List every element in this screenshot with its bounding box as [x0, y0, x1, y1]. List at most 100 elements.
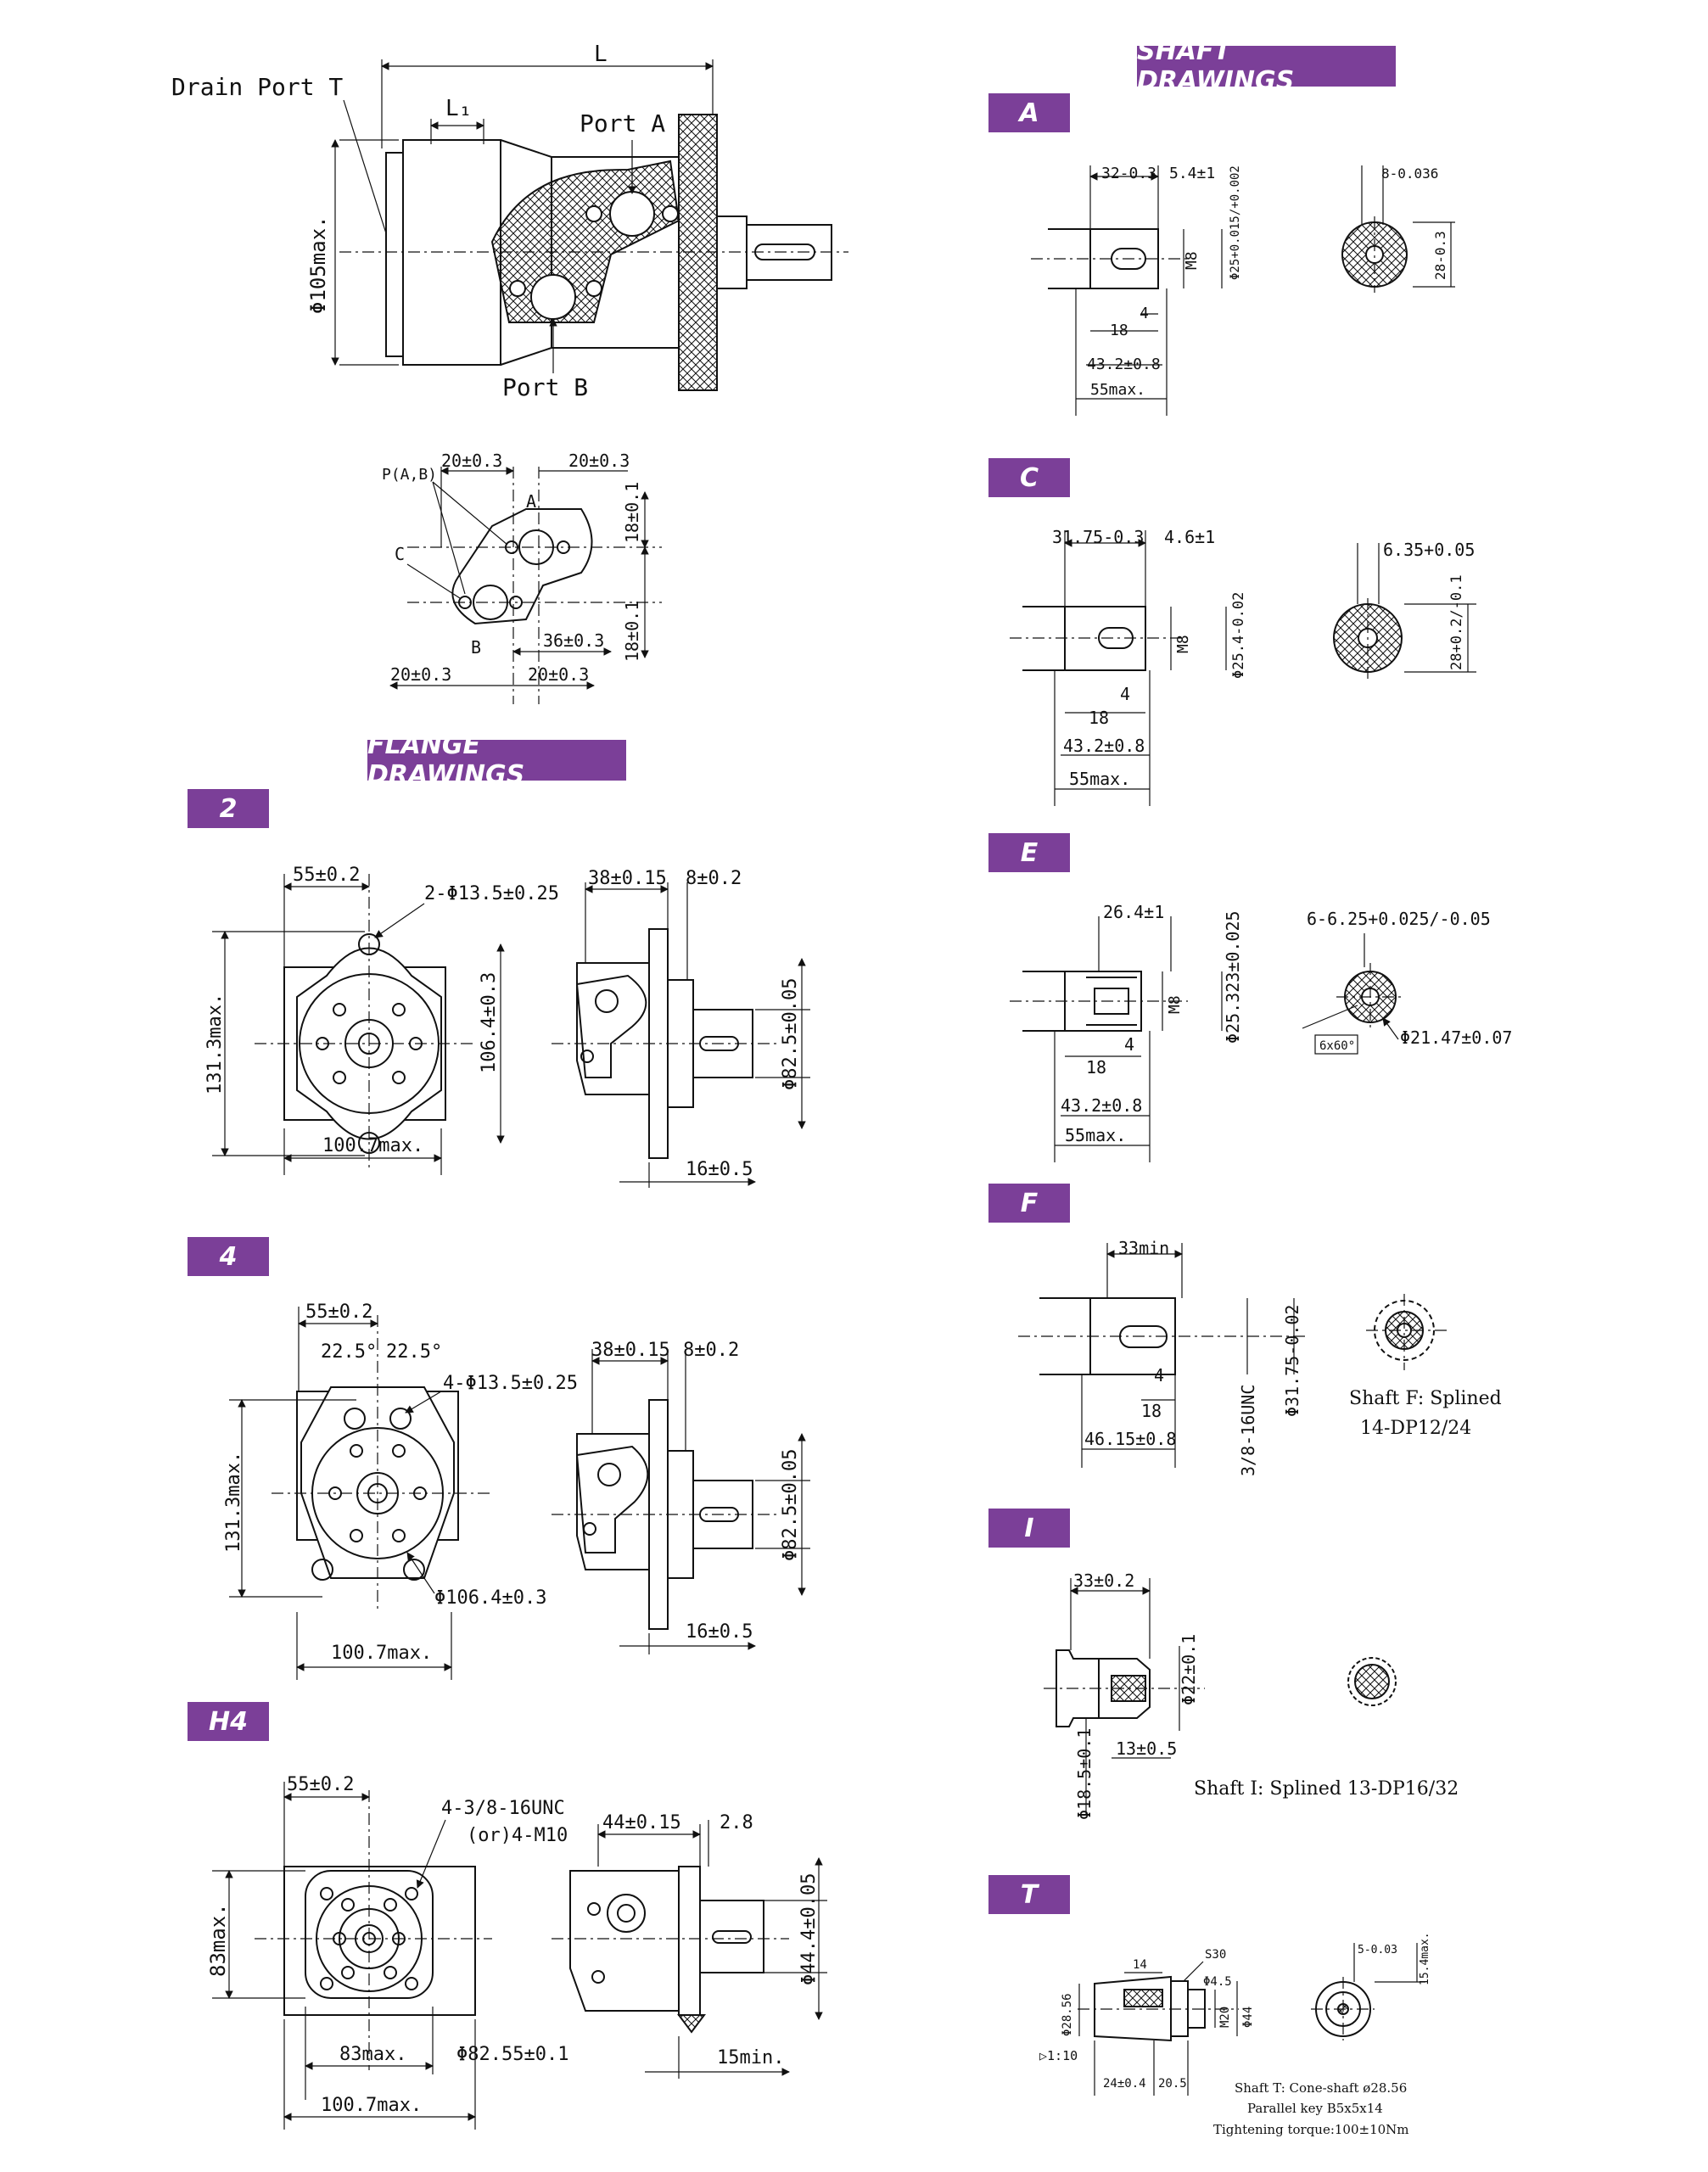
- shaft-e-spline: 6-6.25+0.025/-0.05: [1307, 909, 1491, 929]
- shaft-f-drawing: 33min 4 18 46.15±0.8 3/8-16UNC Φ31.75-0.…: [1018, 1238, 1502, 1476]
- shaft-f-46: 46.15±0.8: [1084, 1429, 1176, 1449]
- dim-right-bottom: 18±0.1: [622, 601, 642, 662]
- shaft-e-dia: Φ25.323±0.025: [1223, 910, 1243, 1044]
- shaft-a-keyh: 28-0.3: [1432, 231, 1448, 280]
- flange4-pcd: Φ106.4±0.3: [434, 1587, 546, 1609]
- shaft-e-18: 18: [1086, 1057, 1106, 1078]
- shaft-i-drawing: 33±0.2 Φ22±0.1 13±0.5 Φ18.5±0.1 Shaft I:…: [1044, 1570, 1459, 1820]
- flange-4-drawing: 55±0.2 22.5° 22.5° 4-Φ13.5±0.25 131.3max…: [223, 1302, 810, 1680]
- shaft-t-keyh: 15.4max.: [1419, 1932, 1431, 1985]
- shaft-t-keyw: 5-0.03: [1358, 1944, 1397, 1956]
- shaft-e-drawing: 26.4±1 M8 Φ25.323±0.025 4 18 43.2±0.8 55…: [1010, 902, 1512, 1162]
- shaft-a-55: 55max.: [1090, 381, 1145, 399]
- port-pattern-b: B: [471, 637, 481, 658]
- shaft-f-dia: Φ31.75-0.02: [1282, 1305, 1302, 1417]
- shaft-i-caption: Shaft I: Splined 13-DP16/32: [1194, 1778, 1459, 1800]
- flangeh4-thick: 15min.: [717, 2047, 784, 2068]
- flange-2-label: 2: [188, 789, 269, 828]
- motor-diameter: Φ105max.: [306, 216, 330, 314]
- motor-l1: L₁: [445, 96, 472, 121]
- shaft-i-label: I: [988, 1509, 1070, 1548]
- shaft-c-55: 55max.: [1069, 769, 1130, 789]
- dim-mid: 36±0.3: [543, 630, 604, 651]
- shaft-c-keyw: 6.35+0.05: [1383, 540, 1475, 560]
- shaft-e-angle: 6x60°: [1319, 1039, 1355, 1053]
- drain-port-label: Drain Port T: [171, 73, 343, 101]
- port-b-label: Port B: [502, 373, 588, 401]
- shaft-t-drawing: 14 S30 Φ4.5 M20 Φ44 Φ28.56 ▷1:10 24±0.4 …: [1039, 1932, 1431, 2137]
- flange2-thick: 16±0.5: [686, 1159, 753, 1180]
- shaft-c-key: 4.6±1: [1164, 527, 1215, 547]
- flange2-holes: 2-Φ13.5±0.25: [424, 883, 559, 904]
- shaft-a-43: 43.2±0.8: [1087, 355, 1161, 373]
- shaft-t-caption2: Parallel key B5x5x14: [1247, 2101, 1383, 2116]
- shaft-t-24: 24±0.4: [1103, 2077, 1146, 2091]
- shaft-c-keyh: 28+0.2/-0.1: [1448, 574, 1465, 670]
- flange-drawings-header: FLANGE DRAWINGS: [367, 731, 626, 790]
- shaft-t-label: T: [988, 1875, 1070, 1914]
- port-a-label: Port A: [580, 109, 665, 137]
- flange4-height: 131.3max.: [223, 1452, 244, 1553]
- flange-h4-label: H4: [188, 1702, 269, 1741]
- flange4-angle-b: 22.5°: [386, 1341, 442, 1363]
- shaft-i-13: 13±0.5: [1116, 1738, 1177, 1759]
- shaft-t-m20: M20: [1218, 2007, 1232, 2028]
- port-pattern-a: A: [526, 491, 536, 512]
- flange-4-label: 4: [188, 1237, 269, 1276]
- flange2-height: 131.3max.: [204, 994, 226, 1094]
- dim-right-top: 18±0.1: [622, 482, 642, 543]
- shaft-a-label: A: [988, 93, 1070, 132]
- shaft-c-dia: Φ25.4-0.02: [1230, 592, 1247, 679]
- shaft-f-18: 18: [1141, 1401, 1162, 1421]
- port-p-label: P(A,B): [382, 466, 437, 484]
- flange2-side-a: 38±0.15: [588, 868, 667, 889]
- shaft-c-thread: M8: [1174, 635, 1192, 653]
- flangeh4-pilot: Φ44.4±0.05: [798, 1873, 820, 1985]
- flangeh4-width: 55±0.2: [287, 1774, 354, 1795]
- flangeh4-pcd: Φ82.55±0.1: [456, 2044, 568, 2065]
- port-pattern-c: C: [395, 544, 405, 564]
- shaft-f-4: 4: [1154, 1365, 1164, 1385]
- dim-bottom-left: 20±0.3: [390, 664, 451, 685]
- shaft-e-label: E: [988, 833, 1070, 872]
- shaft-a-keyw: 8-0.036: [1381, 165, 1438, 182]
- shaft-a-18: 18: [1110, 322, 1128, 339]
- flange2-base: 100.7max.: [322, 1135, 423, 1156]
- port-pattern: P(A,B) A B C 20±0.3 20±0.3 18±0.1 18±0.1…: [382, 451, 662, 704]
- shaft-a-4: 4: [1140, 305, 1149, 322]
- dim-top-right: 20±0.3: [568, 451, 630, 471]
- shaft-f-caption2: 14-DP12/24: [1360, 1418, 1471, 1439]
- flange4-width: 55±0.2: [305, 1302, 372, 1323]
- shaft-e-55: 55max.: [1065, 1125, 1126, 1145]
- flange2-side-b: 8±0.2: [686, 868, 742, 889]
- flangeh4-mid: 83max.: [339, 2044, 406, 2065]
- dim-bottom-right: 20±0.3: [528, 664, 589, 685]
- flange2-pilot: Φ82.5±0.05: [780, 978, 801, 1090]
- shaft-t-s30: S30: [1205, 1948, 1226, 1962]
- shaft-c-drawing: 31.75-0.3 4.6±1 M8 Φ25.4-0.02 4 18 43.2±…: [1010, 527, 1476, 806]
- flangeh4-holes: 4-3/8-16UNC: [441, 1798, 565, 1819]
- shaft-i-dia: Φ22±0.1: [1179, 1634, 1199, 1705]
- shaft-a-dia: Φ25+0.015/+0.002: [1229, 165, 1242, 280]
- shaft-e-thread: M8: [1166, 995, 1184, 1014]
- shaft-c-label: C: [988, 458, 1070, 497]
- flange4-holes: 4-Φ13.5±0.25: [443, 1373, 578, 1394]
- flange4-side-a: 38±0.15: [591, 1340, 670, 1361]
- dim-top-left: 20±0.3: [441, 451, 502, 471]
- flangeh4-holes-alt: (or)4-M10: [467, 1825, 568, 1846]
- shaft-e-43: 43.2±0.8: [1061, 1095, 1142, 1116]
- flange4-side-b: 8±0.2: [683, 1340, 739, 1361]
- flangeh4-height: 83max.: [206, 1903, 230, 1977]
- shaft-i-od: Φ18.5±0.1: [1074, 1728, 1095, 1820]
- shaft-t-2856: Φ28.56: [1061, 1993, 1074, 2036]
- shaft-t-taper: ▷1:10: [1039, 2048, 1078, 2063]
- shaft-c-4: 4: [1120, 684, 1130, 704]
- shaft-f-label: F: [988, 1184, 1070, 1223]
- flange4-angle-a: 22.5°: [321, 1341, 377, 1363]
- shaft-i-len: 33±0.2: [1073, 1570, 1134, 1591]
- flangeh4-base: 100.7max.: [321, 2095, 422, 2116]
- shaft-a-key: 5.4±1: [1169, 165, 1215, 182]
- shaft-t-caption1: Shaft T: Cone-shaft ø28.56: [1235, 2080, 1407, 2096]
- flange4-pilot: Φ82.5±0.05: [780, 1449, 801, 1561]
- shaft-e-od: Φ21.47±0.07: [1400, 1027, 1512, 1048]
